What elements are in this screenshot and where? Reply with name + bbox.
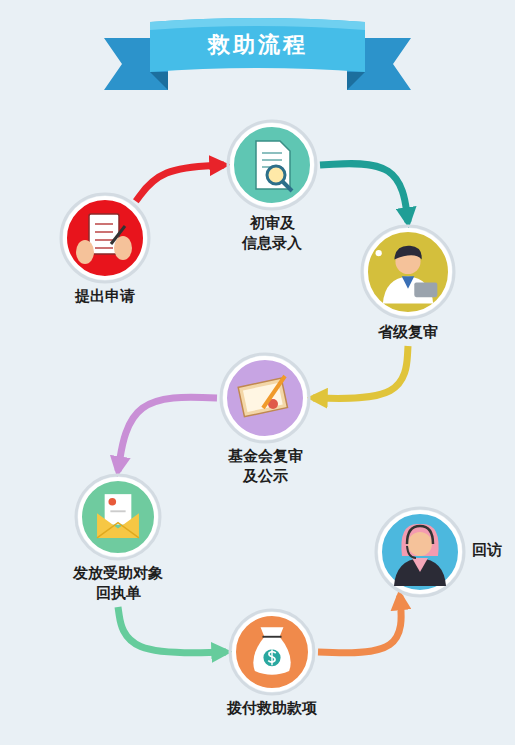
ribbon-fold (150, 72, 168, 90)
bag-neck (261, 627, 284, 637)
circle-shadow (362, 226, 454, 318)
step-node: 发放受助对象 回执单 (66, 477, 171, 603)
circle-fill (65, 198, 145, 278)
step-circle (230, 123, 314, 207)
step-node: 省级复审 (364, 228, 452, 342)
step-circle (364, 228, 452, 316)
step-label: 初审及 信息录入 (220, 213, 325, 253)
circle-shape (223, 356, 307, 440)
circle-group (221, 354, 309, 442)
diagram-title: 救助流程 (0, 30, 515, 60)
step-icon (394, 524, 446, 586)
circle-shape (63, 196, 147, 280)
circle-shape (232, 612, 312, 692)
step-icon (376, 246, 438, 304)
flow-arrow (136, 165, 224, 201)
step-icon (253, 627, 290, 675)
circle-group (61, 194, 149, 282)
circle-group (230, 610, 314, 694)
letter-line (110, 510, 125, 512)
paper-line (95, 231, 113, 233)
step-circle (378, 510, 462, 594)
circle-shadow (221, 354, 309, 442)
coin (263, 649, 280, 666)
circle-fill (225, 358, 305, 438)
circle-group (76, 475, 160, 559)
circle-group (362, 226, 454, 318)
circle-shape (364, 228, 452, 316)
step-icon (256, 141, 292, 191)
paper-line (95, 247, 113, 249)
flow-arrow (320, 163, 408, 222)
money-bag (253, 637, 290, 675)
circle-fill (380, 512, 460, 592)
step-node: 提出申请 (63, 196, 147, 306)
flow-arrow (118, 607, 226, 653)
step-circle (63, 196, 147, 280)
letter-mark (108, 498, 116, 506)
circle-shape (378, 510, 462, 594)
step-icon (76, 214, 132, 264)
shirt (402, 276, 415, 289)
step-icon (238, 376, 287, 417)
circle-fill (234, 614, 310, 690)
flow-arrow (313, 346, 408, 398)
step-icon (97, 494, 139, 538)
shirt (412, 558, 428, 572)
hair (394, 246, 421, 260)
bag-tie (262, 636, 281, 638)
circle-fill (80, 479, 156, 555)
ribbon-fold (347, 72, 365, 90)
flow-arrow (318, 596, 401, 653)
step-node: 初审及 信息录入 (220, 123, 325, 253)
step-label: 回访 (472, 540, 502, 560)
paper-line (95, 223, 113, 225)
step-node: 基金会复审 及公示 (213, 356, 318, 486)
circle-fill (366, 230, 450, 314)
circle-shadow (376, 508, 464, 596)
step-label: 发放受助对象 回执单 (66, 563, 171, 603)
magnifier (267, 166, 285, 184)
envelope (97, 513, 139, 538)
circle-shape (78, 477, 158, 557)
hand (114, 236, 132, 260)
circle-shape (230, 123, 314, 207)
face (408, 532, 432, 556)
paper-line (95, 239, 113, 241)
step-circle (78, 477, 158, 557)
laptop (414, 282, 437, 297)
paper-line (262, 152, 282, 154)
step-label: 拨付救助款项 (227, 698, 317, 718)
envelope-fold (97, 523, 139, 538)
pen (111, 226, 125, 244)
headset (407, 526, 433, 544)
circle-fill (232, 125, 312, 205)
step-label: 省级复审 (378, 322, 438, 342)
paper-line (262, 159, 282, 161)
flow-arrow (118, 397, 217, 471)
ribbon-highlight (150, 18, 365, 30)
letter (105, 494, 132, 524)
step-label: 提出申请 (75, 286, 135, 306)
circle-group (228, 121, 316, 209)
circle-group (376, 508, 464, 596)
step-circle (223, 356, 307, 440)
circle-shadow (228, 121, 316, 209)
dollar-bar (271, 649, 272, 665)
pencil (263, 376, 285, 408)
hand (76, 240, 94, 264)
circle-shadow (61, 194, 149, 282)
step-node: 拨付救助款项 (227, 612, 317, 718)
step-label: 基金会复审 及公示 (213, 446, 318, 486)
step-circle (232, 612, 312, 692)
spark (376, 250, 382, 256)
mic (407, 546, 416, 558)
circle-shadow (76, 475, 160, 559)
jacket (394, 558, 446, 586)
circle-shadow (230, 610, 314, 694)
magnifier-handle (283, 182, 292, 191)
step-node: 回访 (378, 510, 502, 594)
